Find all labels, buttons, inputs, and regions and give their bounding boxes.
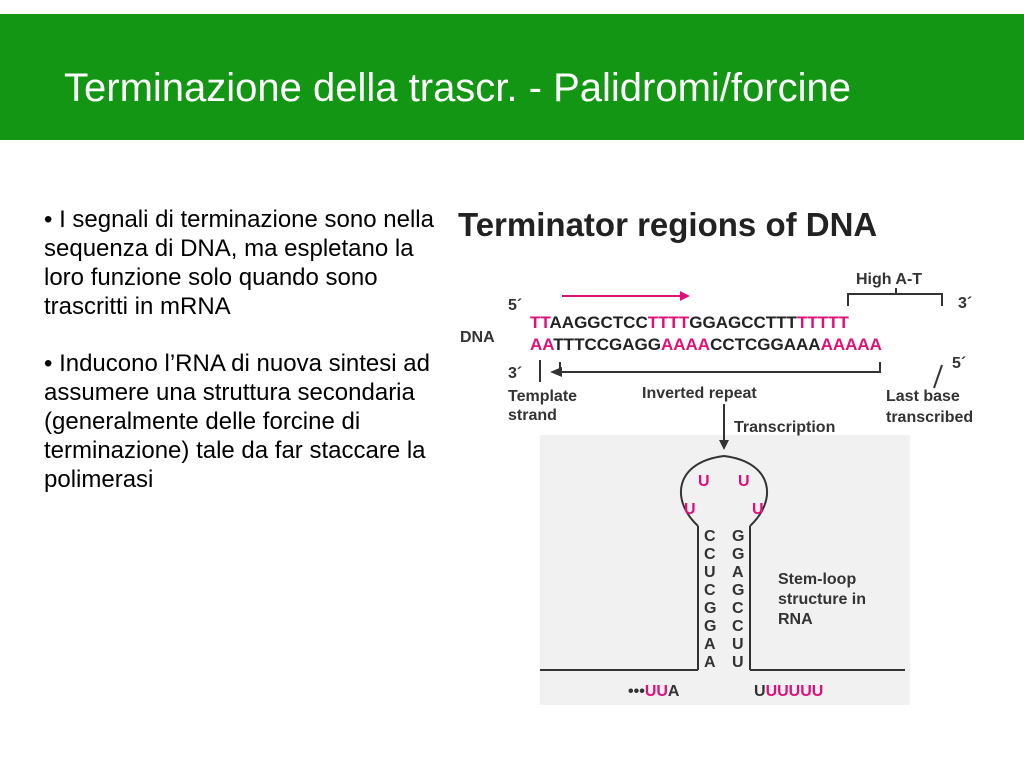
high-at-label: High A-T: [856, 271, 922, 288]
top-five-prime: 5´: [508, 297, 522, 314]
rna-right-sequence: UUUUUU: [754, 683, 823, 700]
stem-base: U: [732, 636, 744, 653]
inverted-repeat-arrowhead: [550, 367, 562, 377]
rna-left-sequence: •••UUA: [628, 683, 680, 700]
stem-base: G: [732, 546, 744, 563]
transcription-arrowhead: [719, 440, 729, 450]
stem-base: U: [704, 564, 716, 581]
stem-loop-label: RNA: [778, 611, 813, 628]
top-three-prime: 3´: [958, 295, 972, 312]
template-strand-label: Template: [508, 388, 577, 405]
loop-base: U: [698, 473, 710, 490]
stem-base: A: [732, 564, 744, 581]
stem-loop-label: structure in: [778, 591, 866, 608]
stem-base: G: [732, 582, 744, 599]
bottom-five-prime: 5´: [952, 355, 966, 372]
stem-base: U: [732, 654, 744, 671]
dna-top-strand: TTAAGGCTCCTTTTGGAGCCTTTTTTTT: [530, 313, 849, 332]
loop-base: U: [738, 473, 750, 490]
terminator-figure: Terminator regions of DNA High A-T 5´ 3´…: [450, 190, 1010, 710]
hairpin-loop: [679, 454, 769, 527]
stem-base: A: [704, 636, 716, 653]
stem-base: C: [704, 528, 716, 545]
bullet-list: • I segnali di terminazione sono nella s…: [44, 205, 444, 522]
stem-base: G: [732, 528, 744, 545]
loop-base: U: [752, 501, 764, 518]
hairpin-backdrop: [540, 435, 910, 705]
dna-bottom-strand: AATTTCCGAGGAAAACCTCGGAAAAAAAA: [530, 335, 882, 354]
last-base-label: transcribed: [886, 409, 973, 426]
loop-base: U: [684, 501, 696, 518]
arrow-head: [680, 291, 690, 301]
stem-left-bases: C C U C G G A A: [704, 528, 716, 671]
stem-base: C: [704, 582, 716, 599]
terminator-diagram: Terminator regions of DNA High A-T 5´ 3´…: [458, 206, 973, 705]
figure-title: Terminator regions of DNA: [458, 206, 877, 243]
dna-label: DNA: [460, 329, 495, 346]
title-bar: Terminazione della trascr. - Palidromi/f…: [0, 14, 1024, 140]
transcription-label: Transcription: [734, 419, 835, 436]
slide-title: Terminazione della trascr. - Palidromi/f…: [64, 66, 851, 110]
stem-base: C: [704, 546, 716, 563]
last-base-label: Last base: [886, 388, 960, 405]
stem-loop-label: Stem-loop: [778, 571, 856, 588]
stem-right-bases: G G A G C C U U: [732, 528, 744, 671]
stem-base: C: [732, 600, 744, 617]
stem-base: G: [704, 618, 716, 635]
stem-base: C: [732, 618, 744, 635]
inverted-repeat-bracket: [559, 362, 881, 373]
template-strand-label: strand: [508, 407, 557, 424]
bottom-three-prime: 3´: [508, 365, 522, 382]
inverted-repeat-label: Inverted repeat: [642, 385, 757, 402]
last-base-tick: [933, 364, 943, 389]
bullet-item: • I segnali di terminazione sono nella s…: [44, 206, 434, 320]
stem-base: A: [704, 654, 716, 671]
high-at-bracket: [847, 288, 943, 306]
stem-base: G: [704, 600, 716, 617]
bullet-item: • Inducono l’RNA di nuova sintesi ad ass…: [44, 350, 430, 493]
